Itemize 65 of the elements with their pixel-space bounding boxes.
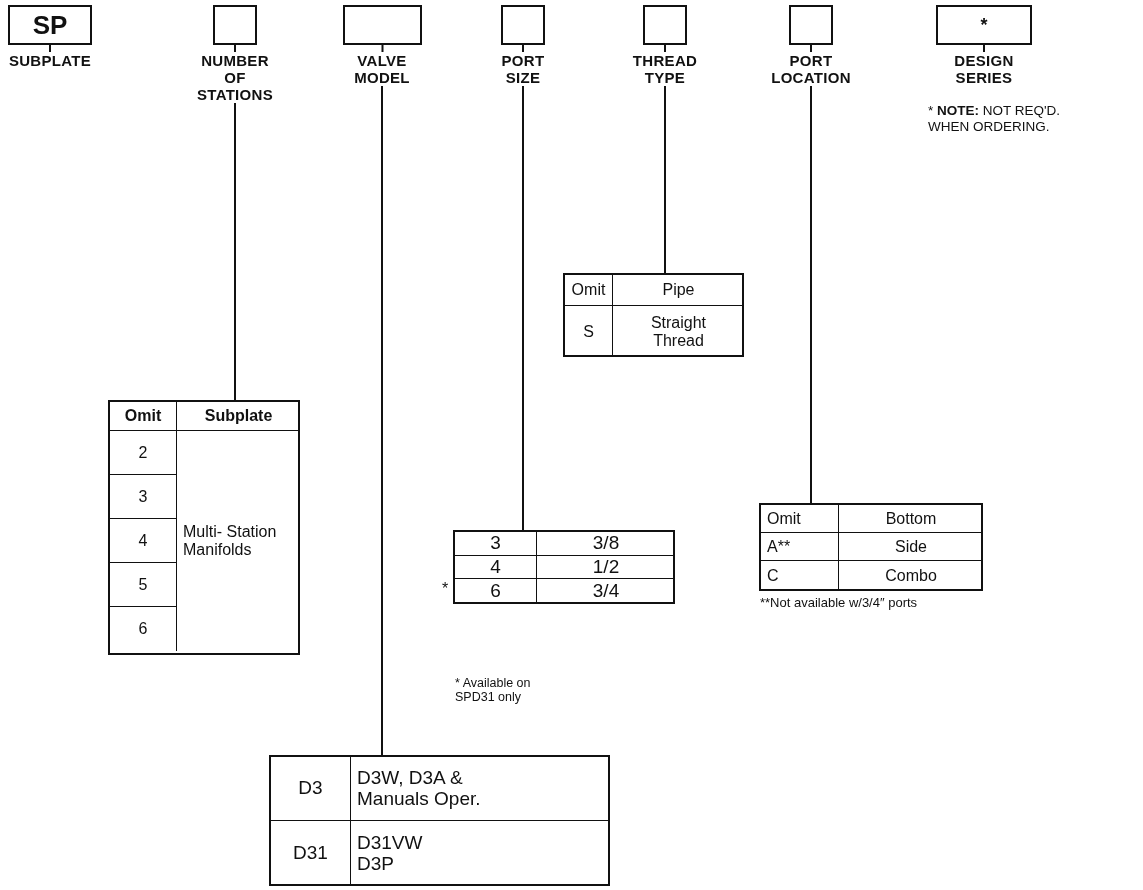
table-cell: S (565, 306, 613, 357)
option-table (108, 400, 300, 655)
code-box (501, 5, 545, 45)
table-cell-text: Straight Thread (649, 312, 708, 351)
option-table (759, 503, 983, 591)
table-cell: 6 (110, 607, 177, 651)
field-label: SUBPLATE (0, 52, 100, 69)
code-box (643, 5, 687, 45)
table-cell: D31 (271, 821, 351, 886)
code-text: * (980, 14, 988, 36)
table-cell: 4 (110, 519, 177, 563)
table-cell-text: 3/4 (591, 579, 621, 603)
code-box (8, 5, 92, 45)
footnote: * (442, 580, 449, 599)
connector-line (381, 44, 384, 53)
table-cell: 2 (110, 431, 177, 475)
table-cell: Omit (761, 505, 839, 533)
table-cell: 5 (110, 563, 177, 607)
connector-line (522, 44, 524, 53)
field-label: PORT LOCATION (763, 52, 859, 86)
footnote: **Not available w/3/4″ ports (760, 596, 918, 611)
connector-line (983, 44, 985, 53)
table-cell: Omit (565, 275, 613, 306)
table-cell: 3/8 (537, 532, 675, 556)
code-box (936, 5, 1032, 45)
table-cell: Subplate (177, 402, 300, 431)
field-label: VALVE MODEL (346, 52, 418, 86)
table-cell: Pipe (613, 275, 744, 306)
table-cell: Omit (110, 402, 177, 431)
connector-line (810, 44, 812, 53)
table-cell: 6 (455, 579, 537, 603)
table-cell: D3 (271, 757, 351, 821)
field-label: THREAD TYPE (623, 52, 707, 86)
table-cell: A** (761, 533, 839, 561)
table-cell: D3W, D3A & Manuals Oper. (351, 757, 610, 821)
field-label: DESIGN SERIES (942, 52, 1026, 86)
connector-line (49, 44, 51, 53)
table-cell: Side (839, 533, 983, 561)
table-cell: C (761, 561, 839, 590)
option-table (453, 530, 675, 604)
connector-line (234, 44, 236, 53)
table-cell-text: D31VW D3P (356, 830, 424, 876)
option-table (563, 273, 744, 357)
connector-line (810, 85, 812, 504)
option-table (269, 755, 610, 886)
footnote: *NOTE: NOT REQ'D. WHEN ORDERING. (928, 103, 1062, 135)
code-text: SP (32, 9, 68, 41)
code-box (789, 5, 833, 45)
table-cell: 1/2 (537, 556, 675, 579)
table-cell-text: Multi- Station Manifolds (182, 522, 278, 560)
code-box (213, 5, 257, 45)
table-cell: 3 (455, 532, 537, 556)
footnote: * Available on SPD31 only (455, 676, 532, 705)
connector-line (234, 102, 236, 401)
table-cell: 3 (110, 475, 177, 519)
table-cell: Bottom (839, 505, 983, 533)
field-label: NUMBER OF STATIONS (193, 52, 277, 103)
connector-line (522, 85, 524, 531)
connector-line (664, 85, 666, 274)
connector-line (381, 85, 383, 756)
field-label: PORT SIZE (493, 52, 553, 86)
code-box (343, 5, 422, 45)
table-cell-text: Combo (884, 565, 938, 586)
connector-line (664, 44, 666, 53)
table-cell: 4 (455, 556, 537, 579)
